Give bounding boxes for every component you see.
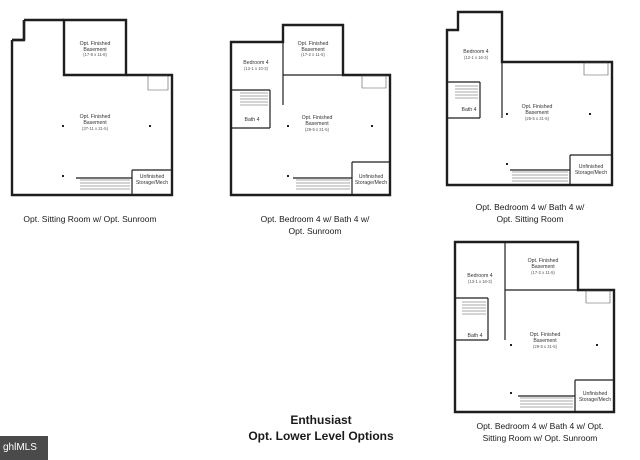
sunroom-label-2: Basement [531,264,555,270]
main-room-label: Opt. Finished [522,104,553,110]
title-line-1: Enthusiast [290,413,352,427]
storage-label: Unfinished [579,164,604,170]
main-room-label-2: Basement [525,110,549,116]
bath-label: Bath 4 [468,333,483,339]
main-room-dimensions: (29-5 x 21-5) [533,344,558,349]
plan-walls [10,18,174,197]
bedroom-dimensions: (13-1 x 16-3) [468,279,493,284]
caption-plan-4-line-1: Opt. Bedroom 4 w/ Bath 4 w/ Opt. [476,421,604,431]
plan-walls [445,10,614,187]
main-room-label: Opt. Finished [302,115,333,121]
document-title: Enthusiast Opt. Lower Level Options [226,412,416,444]
storage-label: Unfinished [359,174,384,180]
sunroom-dimensions: (17-8 x 11-8) [83,52,107,57]
caption-plan-1: Opt. Sitting Room w/ Opt. Sunroom [0,213,180,225]
fixture-dots [506,113,591,165]
storage-label-2: Storage/Mech [579,397,611,403]
bath-label: Bath 4 [245,117,260,123]
floor-plan-sitting-sunroom: Opt. Finished Basement (17-8 x 11-8) Opt… [10,18,174,197]
main-room-dimensions: (25-5 x 21-5) [525,116,550,121]
bedroom-label: Bedroom 4 [463,49,488,55]
caption-plan-2-line-1: Opt. Bedroom 4 w/ Bath 4 w/ [260,214,370,224]
plan-walls [453,240,616,414]
sunroom-label: Opt. Finished [80,41,111,47]
caption-plan-3-line-1: Opt. Bedroom 4 w/ Bath 4 w/ [475,202,585,212]
storage-label-2: Storage/Mech [136,180,168,186]
sunroom-label-2: Basement [83,47,107,53]
caption-plan-4-line-2: Sitting Room w/ Opt. Sunroom [482,433,598,443]
room-labels: Bedroom 4 (13-1 x 16-3) Bath 4 Opt. Fini… [467,258,611,403]
bedroom-dimensions: (12-1 x 10-3) [244,66,269,71]
mls-watermark-logo: ghlMLS [0,436,48,460]
storage-label: Unfinished [583,391,608,397]
floor-plan-bedroom-bath-sitting-sunroom: Bedroom 4 (13-1 x 16-3) Bath 4 Opt. Fini… [453,240,616,414]
room-labels: Opt. Finished Basement (17-8 x 11-8) Opt… [80,41,169,186]
sunroom-label: Opt. Finished [298,41,329,47]
main-room-label-2: Basement [83,120,107,126]
main-room-dimensions: (29-5 x 21-5) [305,127,330,132]
room-labels: Bedroom 4 (12-1 x 10-3) Bath 4 Opt. Fini… [243,41,387,186]
bedroom-dimensions: (12-1 x 16-3) [464,55,489,60]
bath-label: Bath 4 [462,107,477,113]
sunroom-label-2: Basement [301,47,325,53]
storage-label-2: Storage/Mech [355,180,387,186]
main-room-label-2: Basement [305,121,329,127]
caption-plan-3: Opt. Bedroom 4 w/ Bath 4 w/ Opt. Sitting… [440,201,620,225]
caption-plan-4: Opt. Bedroom 4 w/ Bath 4 w/ Opt. Sitting… [440,420,640,444]
mls-watermark-text: ghlMLS [3,442,37,453]
main-room-dimensions: (37-11 x 21-5) [82,126,109,131]
sunroom-dimensions: (17-2 x 11-5) [531,270,555,275]
caption-plan-1-text: Opt. Sitting Room w/ Opt. Sunroom [23,214,157,224]
room-labels: Bedroom 4 (12-1 x 16-3) Bath 4 Opt. Fini… [462,49,608,176]
floor-plan-bedroom-bath-sunroom: Bedroom 4 (12-1 x 10-3) Bath 4 Opt. Fini… [229,23,392,197]
caption-plan-2-line-2: Opt. Sunroom [288,226,342,236]
fixture-dots [510,344,598,394]
storage-label: Unfinished [140,174,165,180]
sunroom-dimensions: (17-2 x 11-5) [301,52,325,57]
bedroom-label: Bedroom 4 [243,60,268,66]
caption-plan-2: Opt. Bedroom 4 w/ Bath 4 w/ Opt. Sunroom [225,213,405,237]
plan-walls [229,23,392,197]
bedroom-label: Bedroom 4 [467,273,492,279]
storage-label-2: Storage/Mech [575,170,607,176]
floor-plan-bedroom-bath-sitting: Bedroom 4 (12-1 x 16-3) Bath 4 Opt. Fini… [445,10,614,187]
title-line-2: Opt. Lower Level Options [248,429,394,443]
fixture-dots [287,125,373,177]
sunroom-label: Opt. Finished [528,258,559,264]
fixture-dots [62,125,151,177]
main-room-label: Opt. Finished [530,332,561,338]
main-room-label-2: Basement [533,338,557,344]
caption-plan-3-line-2: Opt. Sitting Room [496,214,564,224]
main-room-label: Opt. Finished [80,114,111,120]
